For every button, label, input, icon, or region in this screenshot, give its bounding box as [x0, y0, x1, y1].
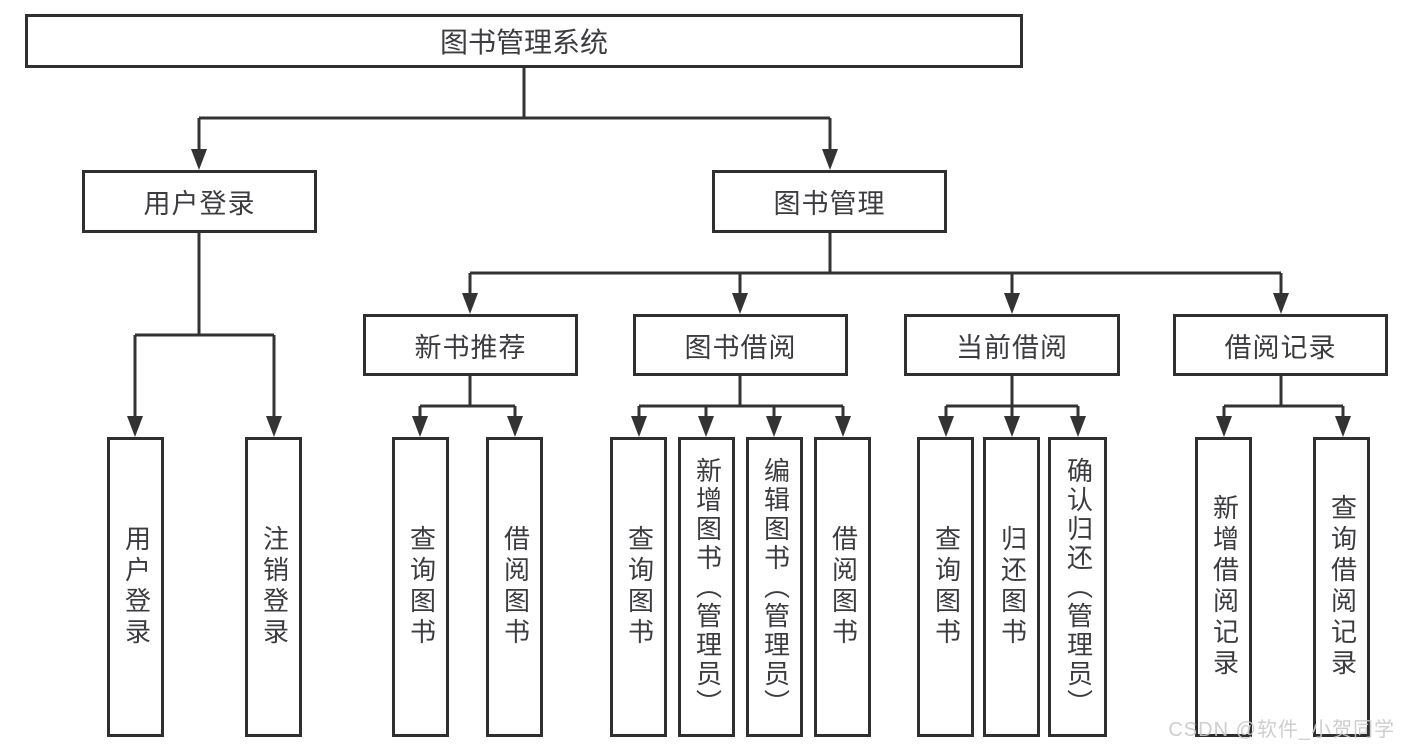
leaf-records-add-record: 新增借阅记录: [1195, 437, 1252, 737]
node-root-system: 图书管理系统: [25, 14, 1023, 68]
leaf-recommend-query-books-label: 查询图书: [406, 525, 437, 649]
leaf-records-add-record-label: 新增借阅记录: [1209, 494, 1240, 680]
leaf-borrow-add-books-admin: 新增图书（管理员）: [678, 437, 735, 737]
leaf-recommend-borrow-books-label: 借阅图书: [500, 525, 531, 649]
node-new-book-recommend: 新书推荐: [363, 314, 578, 376]
leaf-logout: 注销登录: [245, 437, 302, 737]
leaf-borrow-query-books: 查询图书: [610, 437, 667, 737]
leaf-current-confirm-return-admin: 确认归还（管理员）: [1048, 437, 1107, 737]
leaf-recommend-query-books: 查询图书: [392, 437, 449, 737]
node-borrow-records: 借阅记录: [1173, 314, 1388, 376]
leaf-user-login: 用户登录: [107, 437, 164, 737]
leaf-borrow-borrow-books: 借阅图书: [814, 437, 871, 737]
leaf-borrow-add-books-admin-label: 新增图书（管理员）: [692, 456, 723, 718]
node-user-login: 用户登录: [82, 170, 317, 233]
leaf-current-return-books: 归还图书: [983, 437, 1040, 737]
leaf-borrow-edit-books-admin-label: 编辑图书（管理员）: [760, 456, 791, 718]
leaf-borrow-borrow-books-label: 借阅图书: [828, 525, 859, 649]
leaf-borrow-edit-books-admin: 编辑图书（管理员）: [746, 437, 803, 737]
watermark: CSDN @软件_小贺同学: [1168, 719, 1395, 741]
node-book-management: 图书管理: [712, 170, 947, 233]
leaf-current-query-books-label: 查询图书: [931, 525, 962, 649]
leaf-borrow-query-books-label: 查询图书: [624, 525, 655, 649]
leaf-user-login-label: 用户登录: [121, 525, 152, 649]
node-current-borrow: 当前借阅: [904, 314, 1120, 376]
leaf-records-query-record-label: 查询借阅记录: [1327, 494, 1358, 680]
leaf-records-query-record: 查询借阅记录: [1313, 437, 1370, 737]
leaf-current-return-books-label: 归还图书: [997, 525, 1028, 649]
leaf-logout-label: 注销登录: [259, 525, 290, 649]
leaf-current-confirm-return-admin-label: 确认归还（管理员）: [1063, 456, 1094, 718]
node-book-borrow: 图书借阅: [633, 314, 848, 376]
leaf-current-query-books: 查询图书: [917, 437, 974, 737]
leaf-recommend-borrow-books: 借阅图书: [486, 437, 543, 737]
